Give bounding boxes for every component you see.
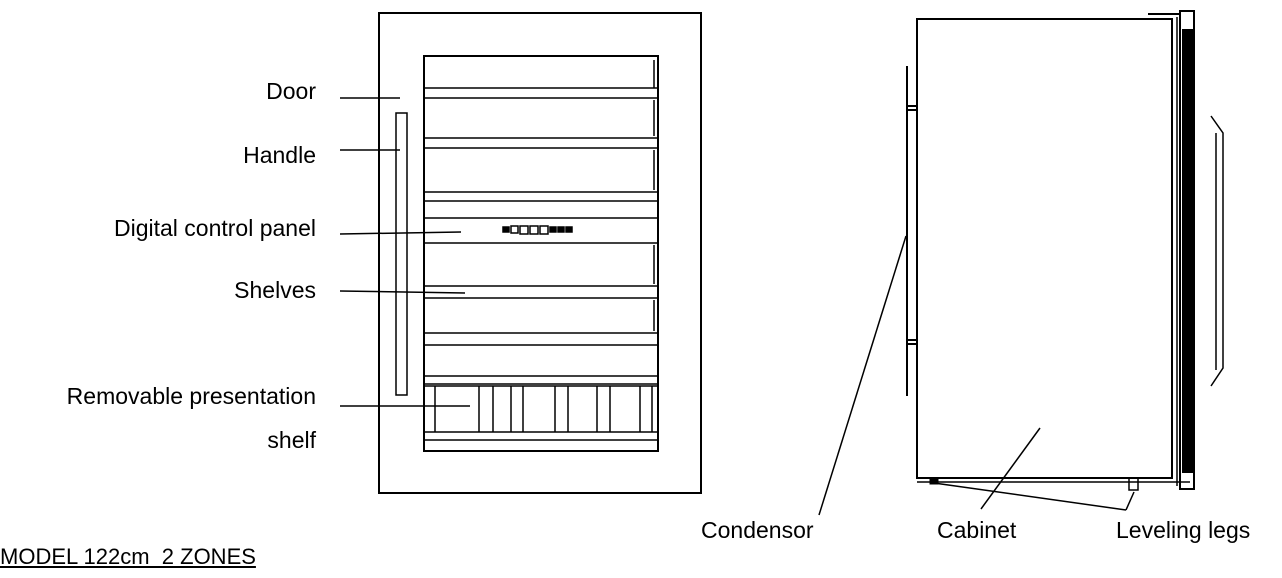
label-leveling-legs: Leveling legs (1116, 517, 1250, 543)
leader-legs-rear (933, 482, 1127, 511)
glass-panel (423, 55, 659, 452)
leader-cabinet (980, 427, 1041, 510)
leveling-leg-rear (929, 477, 939, 485)
shelves (425, 60, 657, 385)
leader-control-panel (339, 231, 462, 235)
label-presentation-shelf-line2: shelf (267, 427, 316, 453)
label-shelves: Shelves (234, 277, 316, 303)
button (557, 226, 565, 233)
button (519, 225, 529, 235)
door-frame (378, 12, 702, 494)
button (549, 226, 557, 233)
button (529, 225, 539, 235)
button (539, 225, 549, 235)
leader-condensor (818, 235, 907, 516)
label-condensor: Condensor (701, 517, 814, 543)
cabinet-body (916, 18, 1173, 479)
button (502, 226, 510, 233)
button (510, 225, 519, 234)
control-panel-buttons (502, 225, 573, 235)
side-view (818, 10, 1224, 516)
front-view (339, 12, 702, 494)
side-handle (1210, 115, 1224, 387)
door-glass-edge (1182, 29, 1195, 473)
leader-legs-front (1125, 491, 1135, 511)
leveling-leg-front (1128, 477, 1139, 491)
button (565, 226, 573, 233)
handle (395, 112, 408, 396)
leader-shelves (339, 290, 466, 294)
front-leaders (339, 97, 470, 407)
presentation-shelf (425, 385, 657, 441)
label-control-panel: Digital control panel (114, 215, 316, 241)
side-leaders (818, 235, 1135, 516)
label-door: Door (266, 78, 316, 104)
label-presentation-shelf-line1: Removable presentation (67, 383, 316, 409)
model-caption: MODEL 122cm 2 ZONES (0, 544, 256, 569)
label-cabinet: Cabinet (937, 517, 1017, 543)
label-handle: Handle (243, 142, 316, 168)
